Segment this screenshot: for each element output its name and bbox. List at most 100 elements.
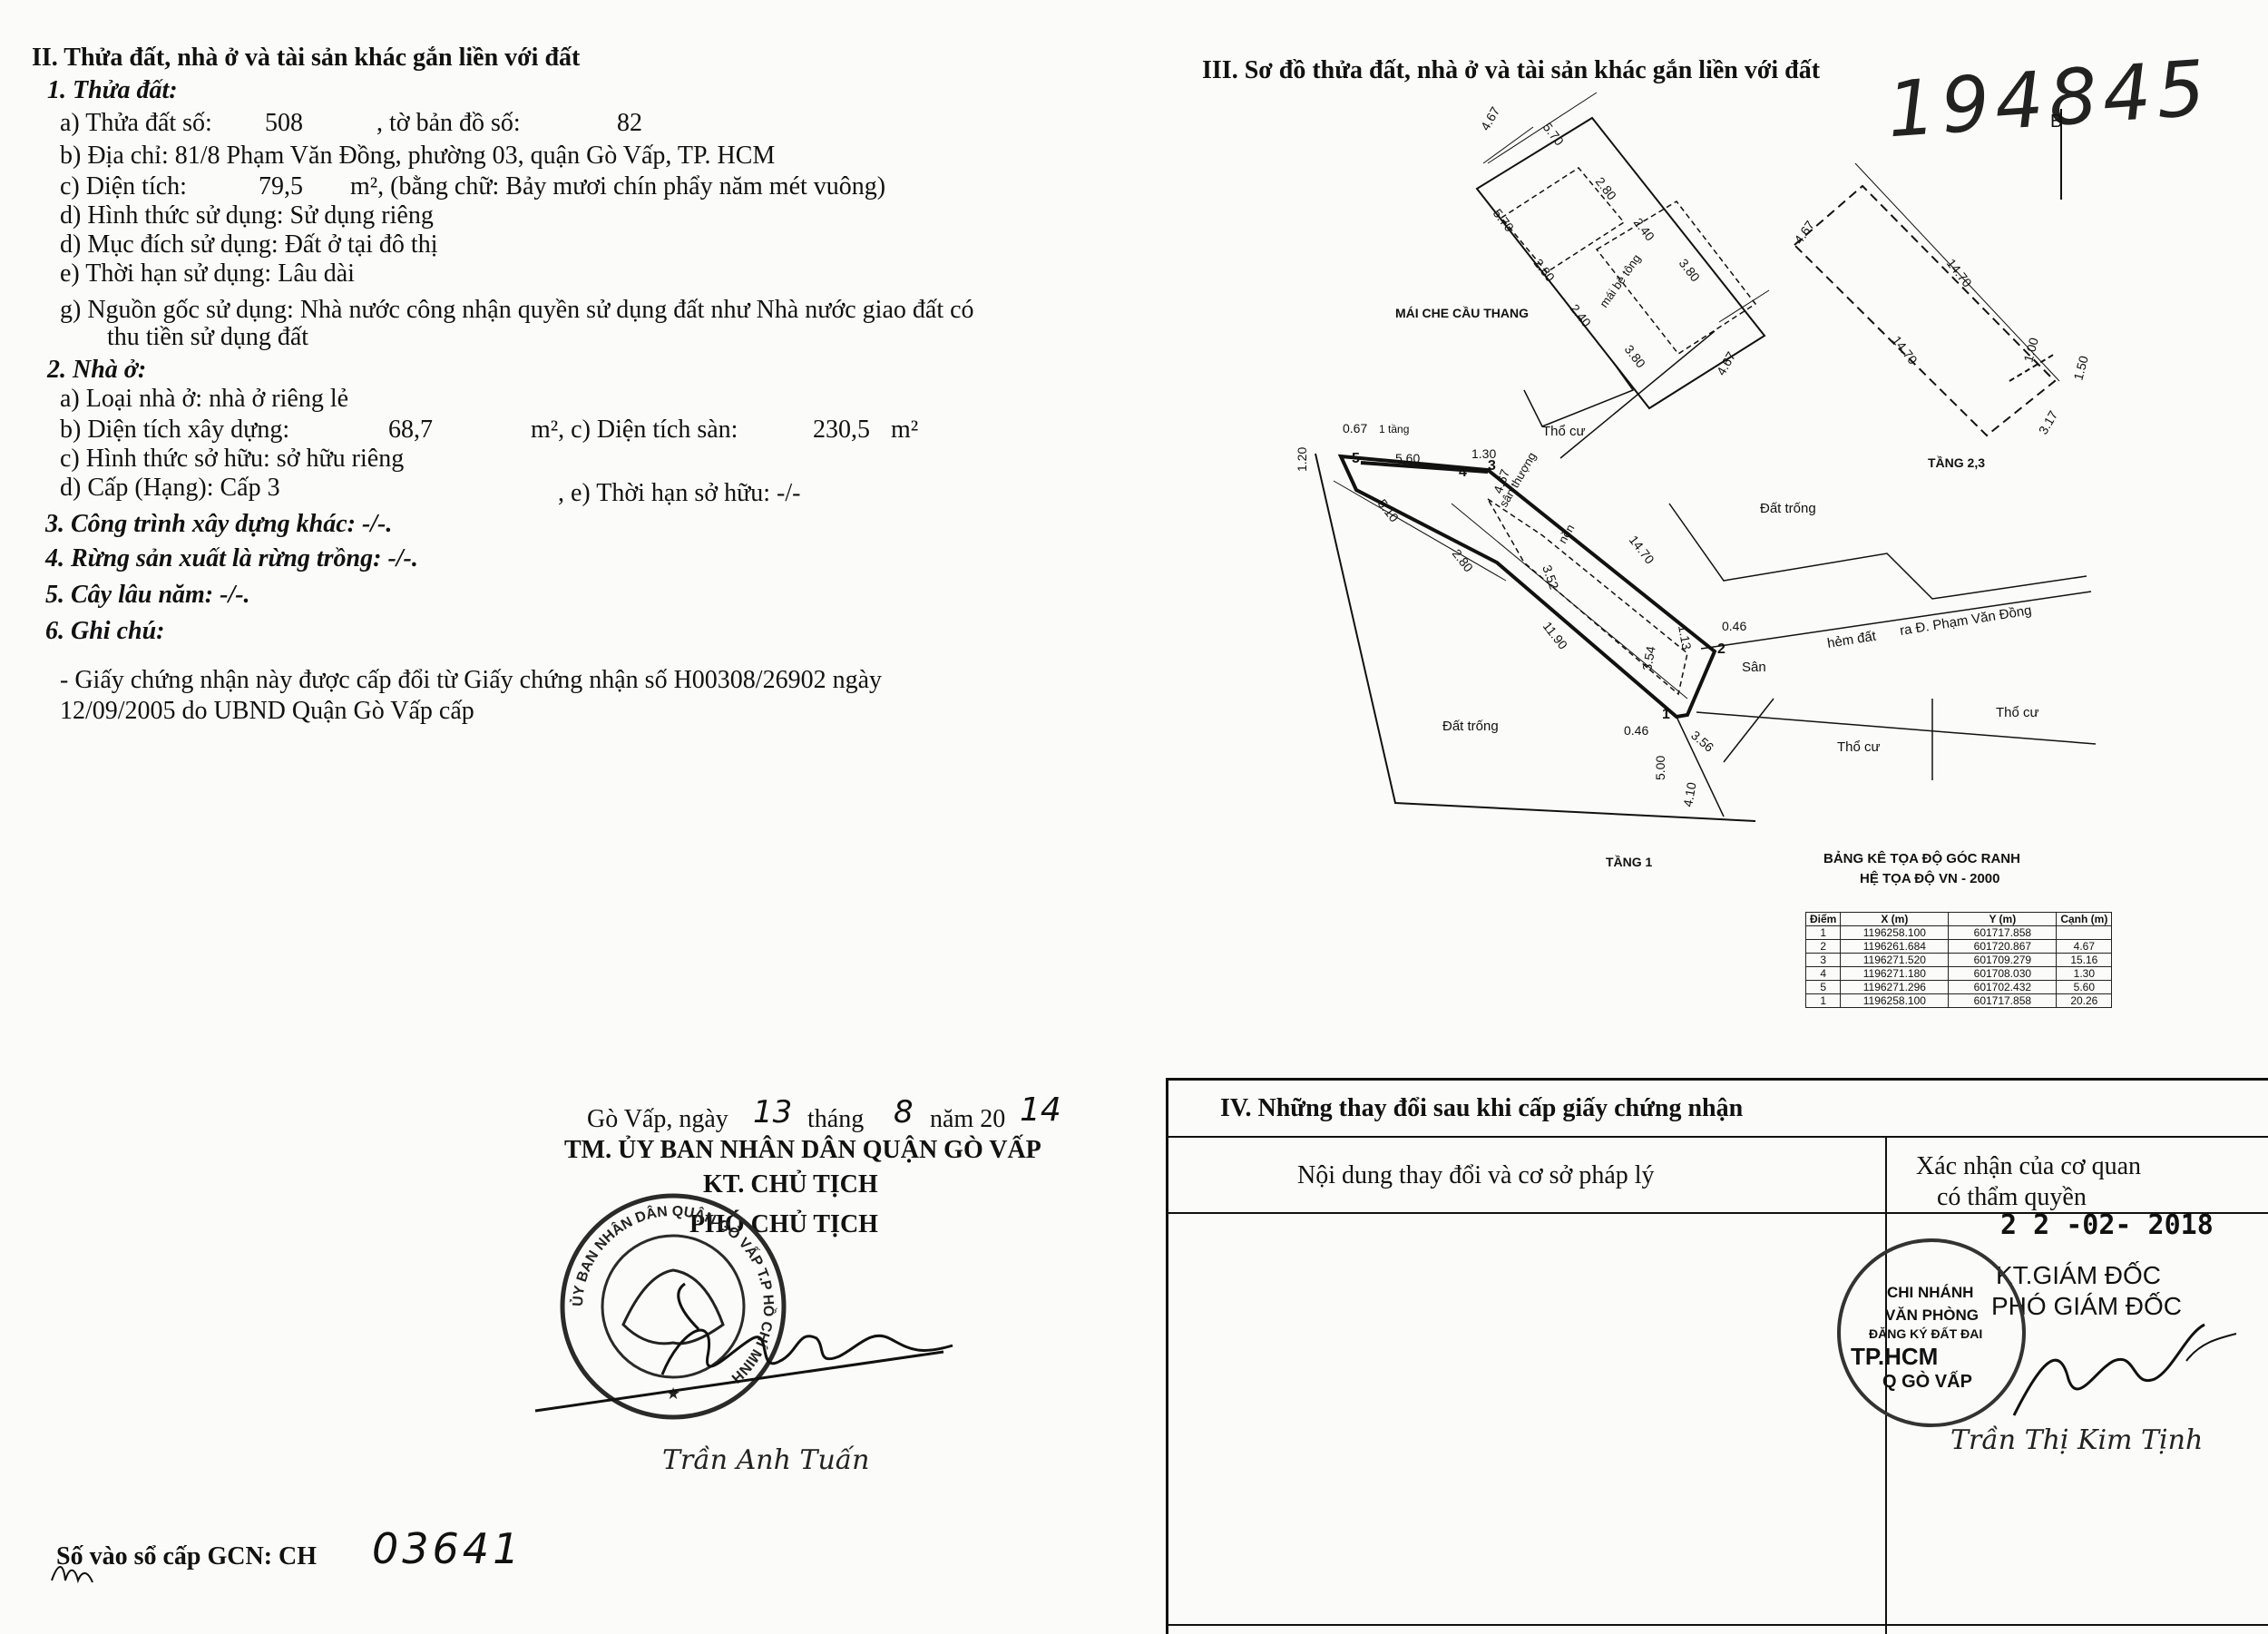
dim-mot-tang: 1 tầng xyxy=(1379,423,1409,435)
label-tang23: TẦNG 2,3 xyxy=(1928,455,1985,470)
dim-1470: 14.70 xyxy=(1627,533,1657,567)
dim-240-top: 2.40 xyxy=(1631,215,1658,243)
sign-month-label: tháng xyxy=(807,1105,865,1133)
cell: 601702.432 xyxy=(1948,980,2058,994)
point-2: 2 xyxy=(1717,641,1725,657)
seal-right-line1: CHI NHÁNH xyxy=(1887,1284,1974,1301)
dim-410: 4.10 xyxy=(1680,781,1699,808)
col-x: X (m) xyxy=(1840,912,1950,926)
cell: 3 xyxy=(1804,953,1842,967)
item-forest: 4. Rừng sản xuất là rừng trồng: -/-. xyxy=(45,544,418,572)
house-build-area-value: 68,7 xyxy=(388,416,433,444)
cell: 601717.858 xyxy=(1948,925,2058,940)
point-1: 1 xyxy=(1662,707,1670,722)
label-dat-trong-2: Đất trống xyxy=(1442,719,1499,734)
register-label: Số vào sổ cấp GCN: CH xyxy=(56,1542,318,1570)
cell: 5.60 xyxy=(2056,980,2113,994)
land-area-label: c) Diện tích: xyxy=(60,172,187,201)
dim-130: 1.30 xyxy=(1471,446,1496,461)
section4-col2a: Xác nhận của cơ quan xyxy=(1916,1152,2142,1180)
cell: 2 xyxy=(1804,939,1842,954)
cell: 1196258.100 xyxy=(1840,925,1950,940)
land-use-form: d) Hình thức sử dụng: Sử dụng riêng xyxy=(60,201,434,230)
land-use-purpose: d) Mục đích sử dụng: Đất ở tại đô thị xyxy=(60,230,438,259)
dim-150: 1.50 xyxy=(2070,354,2091,382)
section4-title: IV. Những thay đổi sau khi cấp giấy chứn… xyxy=(1220,1094,1744,1122)
dim-240-left: 2.40 xyxy=(1568,301,1595,329)
label-dat-trong-1: Đất trống xyxy=(1760,501,1816,516)
plan-floor23-outline xyxy=(1793,184,2057,437)
lot-outline xyxy=(1337,454,1717,719)
dim-280-top: 2.80 xyxy=(1593,174,1620,202)
label-tho-cu-1: Thổ cư xyxy=(1542,424,1586,439)
sign-day: 13 xyxy=(753,1094,793,1130)
house-ownership-term: , e) Thời hạn sở hữu: -/- xyxy=(558,479,801,507)
cell: 1196258.100 xyxy=(1840,993,1950,1008)
col-y: Y (m) xyxy=(1948,912,2058,926)
label-north: B xyxy=(2050,112,2062,132)
label-tang1: TẦNG 1 xyxy=(1606,855,1653,869)
cell: 601717.858 xyxy=(1948,993,2058,1008)
house-build-area-label: b) Diện tích xây dựng: xyxy=(60,416,290,444)
note-line-1: - Giấy chứng nhận này được cấp đổi từ Gi… xyxy=(60,666,882,694)
cell: 1196271.180 xyxy=(1840,966,1950,981)
sign-year: 14 xyxy=(1020,1091,1061,1129)
cell xyxy=(2056,925,2113,940)
table-title-1: BẢNG KÊ TỌA ĐỘ GÓC RANH xyxy=(1823,851,2020,866)
table-title-2: HỆ TỌA ĐỘ VN - 2000 xyxy=(1860,871,2000,886)
map-sheet-label: , tờ bản đồ số: xyxy=(376,109,521,137)
dim-380-top: 3.80 xyxy=(1677,256,1704,284)
sign-year-label: năm 20 xyxy=(930,1105,1006,1133)
dim-046-a: 0.46 xyxy=(1722,619,1746,633)
house-ownership: c) Hình thức sở hữu: sở hữu riêng xyxy=(60,445,405,473)
label-tho-cu-3: Thổ cư xyxy=(1996,705,2039,720)
seal-right-line5: Q GÒ VẤP xyxy=(1882,1372,1972,1392)
label-tho-cu-2: Thổ cư xyxy=(1837,739,1881,755)
label-ra-duong: ra Đ. Phạm Văn Đồng xyxy=(1899,602,2033,639)
dim-1470-floor23-a: 14.70 xyxy=(1944,256,1975,290)
cell: 1.30 xyxy=(2056,966,2113,981)
register-initials xyxy=(51,1566,93,1584)
dim-046-b: 0.46 xyxy=(1624,723,1648,738)
signature-right xyxy=(2012,1323,2237,1416)
section4-bottom-border xyxy=(1166,1624,2268,1626)
label-san: Sân xyxy=(1742,660,1766,675)
dim-120: 1.20 xyxy=(1295,447,1309,472)
seal-right-line3: ĐĂNG KÝ ĐẤT ĐAI xyxy=(1869,1326,1983,1341)
house-heading: 2. Nhà ở: xyxy=(47,356,147,384)
sign-kt: KT. CHỦ TỊCH xyxy=(703,1170,878,1199)
cell: 1196271.520 xyxy=(1840,953,1950,967)
signer-right-name: Trần Thị Kim Tịnh xyxy=(1950,1424,2204,1456)
section4-left-border xyxy=(1166,1078,1168,1634)
cell: 601720.867 xyxy=(1948,939,2058,954)
seal-right-line4: TP.HCM xyxy=(1851,1343,1939,1370)
land-use-term: e) Thời hạn sử dụng: Lâu dài xyxy=(60,259,355,288)
house-floor-area-unit: m² xyxy=(891,416,919,444)
land-area-words: m², (bằng chữ: Bảy mươi chín phẩy năm mé… xyxy=(350,172,886,201)
dim-380-left: 3.80 xyxy=(1622,342,1649,370)
cell: 15.16 xyxy=(2056,953,2113,967)
section4-title-rule xyxy=(1166,1136,2268,1138)
point-3: 3 xyxy=(1488,458,1496,474)
cell: 601708.030 xyxy=(1948,966,2058,981)
section4-date: 2 2 -02- 2018 xyxy=(2000,1209,2214,1241)
item-notes: 6. Ghi chú: xyxy=(45,617,165,645)
dim-317: 3.17 xyxy=(2036,408,2061,437)
land-heading: 1. Thửa đất: xyxy=(47,76,178,104)
sign-org: TM. ỦY BAN NHÂN DÂN QUẬN GÒ VẤP xyxy=(564,1136,1041,1164)
land-number-value: 508 xyxy=(265,109,303,137)
cell: 5 xyxy=(1804,980,1842,994)
dim-352: 3.52 xyxy=(1540,563,1561,592)
dim-467-right: 4.67 xyxy=(1714,349,1739,378)
cell: 20.26 xyxy=(2056,993,2113,1008)
land-origin-1: g) Nguồn gốc sử dụng: Nhà nước công nhận… xyxy=(60,296,974,324)
dim-354: 3.54 xyxy=(1639,645,1658,672)
label-mai-che: MÁI CHE CẦU THANG xyxy=(1395,306,1529,320)
sign-place: Gò Vấp, ngày xyxy=(587,1105,728,1133)
col-edge: Cạnh (m) xyxy=(2056,912,2113,926)
label-hem: hẻm đất xyxy=(1826,629,1878,651)
